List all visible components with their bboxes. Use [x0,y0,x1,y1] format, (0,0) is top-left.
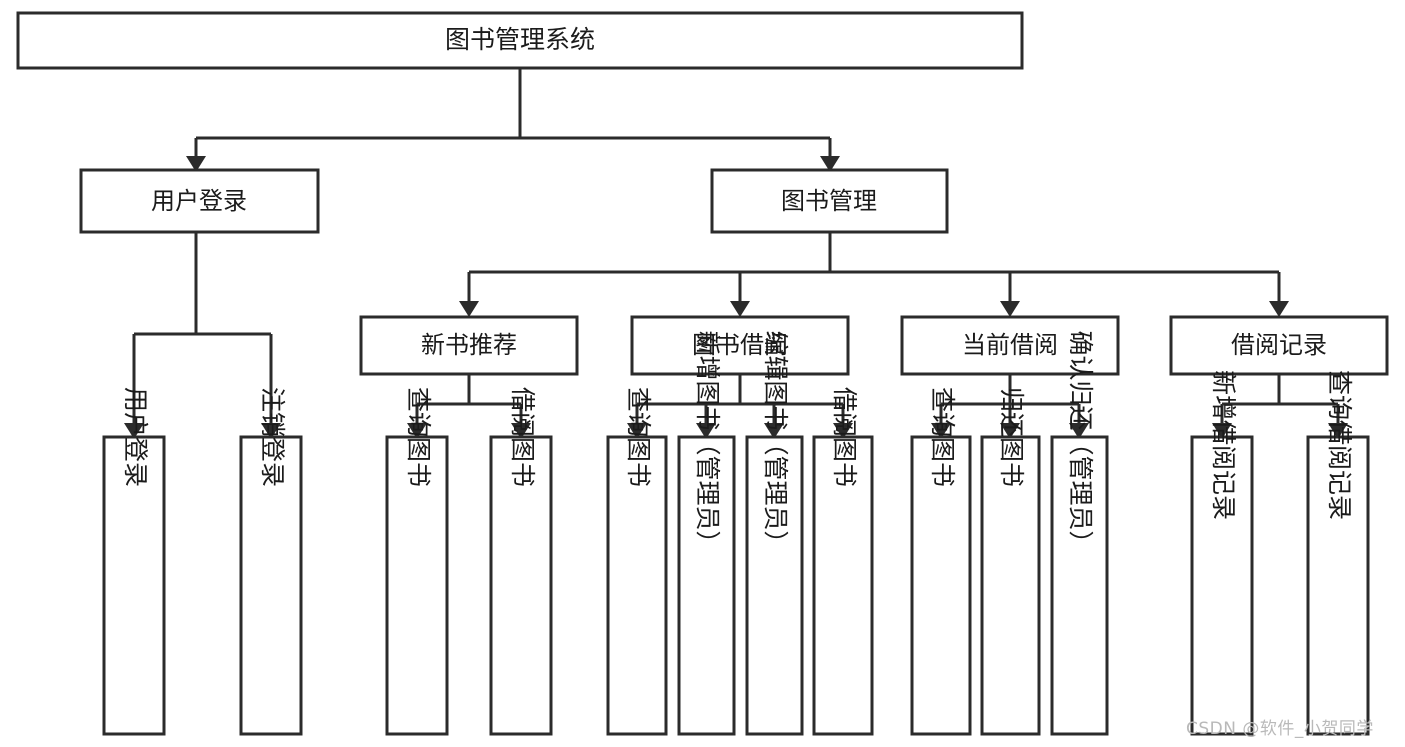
arrow-icon [627,423,647,439]
arrow-icon [511,423,531,439]
arrow-icon [820,156,840,172]
arrow-icon [833,423,853,439]
node-leaf-borrow-book-2-label: 借阅图书 [830,387,859,487]
arrow-icon [1212,423,1232,439]
node-leaf-query-record-label: 查询借阅记录 [1325,370,1354,520]
node-book-manage-label: 图书管理 [781,187,877,215]
node-book-borrow[interactable]: 图书借阅 [630,315,850,376]
node-leaf-query-book-3-label: 查询图书 [928,387,957,487]
node-leaf-query-book-3[interactable]: 查询图书 [910,387,972,736]
node-borrow-record[interactable]: 借阅记录 [1169,315,1389,376]
node-borrow-record-label: 借阅记录 [1231,331,1327,359]
node-leaf-add-record[interactable]: 新增借阅记录 [1190,370,1254,736]
node-current-borrow-label: 当前借阅 [962,331,1058,359]
arrow-icon [1069,423,1089,439]
node-leaf-query-book-1-label: 查询图书 [404,387,433,487]
arrow-icon [459,301,479,317]
node-leaf-query-record[interactable]: 查询借阅记录 [1306,370,1370,736]
arrow-icon [186,156,206,172]
node-leaf-return-book-label: 归还图书 [997,387,1026,487]
arrowhead-layer [124,156,1348,439]
node-book-manage[interactable]: 图书管理 [710,168,949,234]
node-current-borrow[interactable]: 当前借阅 [900,315,1120,376]
node-leaf-borrow-book-1[interactable]: 借阅图书 [489,387,553,736]
arrow-icon [124,423,144,439]
node-root[interactable]: 图书管理系统 [16,11,1024,70]
node-leaf-borrow-book-2[interactable]: 借阅图书 [812,387,874,736]
arrow-icon [1000,423,1020,439]
node-book-borrow-label: 图书借阅 [692,331,788,359]
node-leaf-logout-label: 注销登录 [258,387,287,487]
node-leaf-user-login-label: 用户登录 [121,387,150,487]
arrow-icon [764,423,784,439]
node-leaf-query-book-1[interactable]: 查询图书 [385,387,449,736]
node-root-label: 图书管理系统 [445,25,595,54]
node-leaf-add-record-label: 新增借阅记录 [1209,370,1238,520]
arrow-icon [730,301,750,317]
node-leaf-edit-book[interactable]: 编辑图书（管理员） [745,330,804,736]
node-new-book-recommend[interactable]: 新书推荐 [359,315,579,376]
node-user-login-label: 用户登录 [151,187,247,215]
node-leaf-add-book-label: 新增图书（管理员） [693,330,722,555]
node-leaf-query-book-2-label: 查询图书 [624,387,653,487]
node-leaf-confirm-return-label: 确认归还（管理员） [1066,330,1095,555]
node-new-book-recommend-label: 新书推荐 [421,331,517,359]
arrow-icon [696,423,716,439]
arrow-icon [407,423,427,439]
node-leaf-edit-book-label: 编辑图书（管理员） [761,330,790,555]
arrow-icon [1000,301,1020,317]
node-leaf-borrow-book-1-label: 借阅图书 [508,387,537,487]
arrow-icon [1269,301,1289,317]
arrow-icon [1328,423,1348,439]
node-leaf-confirm-return[interactable]: 确认归还（管理员） [1050,330,1109,736]
arrow-icon [261,423,281,439]
node-user-login[interactable]: 用户登录 [79,168,320,234]
node-layer: 图书管理系统 用户登录 图书管理 新书推荐 图书借阅 [16,11,1389,736]
node-leaf-user-login[interactable]: 用户登录 [102,387,166,736]
node-leaf-logout[interactable]: 注销登录 [239,387,303,736]
node-leaf-add-book[interactable]: 新增图书（管理员） [677,330,736,736]
arrow-icon [931,423,951,439]
node-leaf-return-book[interactable]: 归还图书 [980,387,1041,736]
node-leaf-query-book-2[interactable]: 查询图书 [606,387,668,736]
connector-layer [132,68,1340,423]
